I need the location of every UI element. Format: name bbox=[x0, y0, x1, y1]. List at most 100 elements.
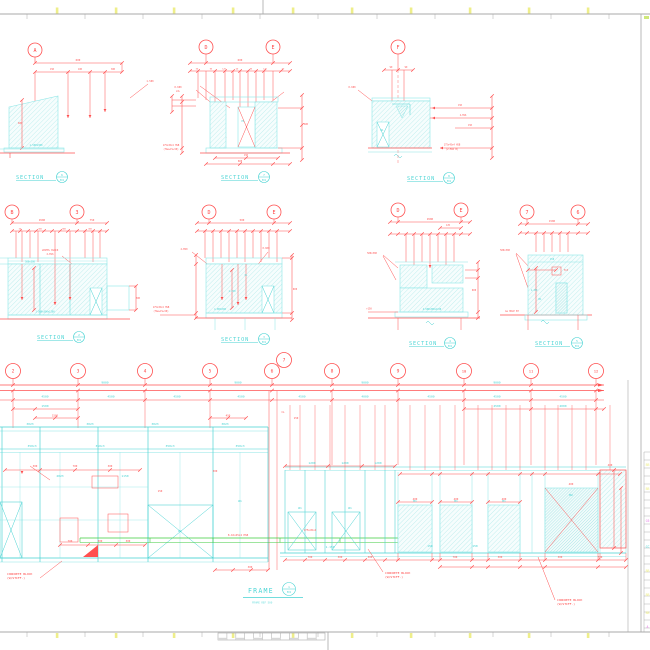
svg-text:120: 120 bbox=[222, 69, 226, 71]
svg-text:400: 400 bbox=[569, 482, 574, 486]
grid-bubble: 6 bbox=[264, 363, 280, 379]
svg-text:4500: 4500 bbox=[427, 395, 434, 399]
svg-text:300: 300 bbox=[33, 464, 38, 468]
svg-text:175x45x4: 175x45x4 bbox=[304, 528, 317, 532]
svg-text:1150: 1150 bbox=[121, 474, 128, 478]
svg-text:50: 50 bbox=[282, 69, 285, 71]
svg-text:A: A bbox=[33, 48, 36, 54]
svg-text:0.600: 0.600 bbox=[348, 86, 356, 89]
svg-text:E: E bbox=[272, 210, 275, 216]
svg-text:1200: 1200 bbox=[308, 461, 315, 465]
svg-text:400: 400 bbox=[413, 497, 418, 501]
svg-text:700: 700 bbox=[68, 539, 73, 543]
svg-text:4500: 4500 bbox=[173, 395, 180, 399]
svg-text:CONCRETE BLOCK: CONCRETE BLOCK bbox=[385, 571, 410, 575]
svg-text:300: 300 bbox=[126, 539, 131, 543]
svg-text:90: 90 bbox=[390, 66, 393, 69]
grid-bubble: D bbox=[390, 202, 406, 218]
svg-text:501: 501 bbox=[60, 179, 65, 182]
svg-text:BB: BB bbox=[646, 463, 650, 467]
svg-text:1-150: 1-150 bbox=[531, 289, 538, 292]
svg-text:501: 501 bbox=[77, 339, 82, 342]
svg-text:3023: 3023 bbox=[151, 422, 158, 426]
svg-text:150: 150 bbox=[550, 258, 555, 261]
svg-text:8-16x45x4 HSB: 8-16x45x4 HSB bbox=[228, 533, 249, 537]
svg-text:3: 3 bbox=[77, 369, 80, 375]
svg-text:350x3: 350x3 bbox=[165, 444, 174, 448]
svg-text:BB: BB bbox=[646, 487, 650, 491]
svg-text:(T&G+PL+50): (T&G+PL+50) bbox=[153, 310, 168, 313]
svg-text:(W/STIFF.): (W/STIFF.) bbox=[385, 575, 403, 579]
svg-text:750: 750 bbox=[90, 218, 95, 222]
scale-bar bbox=[217, 632, 326, 641]
svg-text:600: 600 bbox=[293, 288, 298, 291]
svg-text:1200: 1200 bbox=[374, 461, 381, 465]
svg-text:95: 95 bbox=[210, 69, 213, 71]
svg-text:9: 9 bbox=[397, 369, 400, 375]
section-6-label: SECTION bbox=[409, 341, 437, 347]
svg-text:B1: B1 bbox=[413, 499, 417, 503]
svg-text:8: 8 bbox=[448, 174, 450, 178]
grid-bubble: 5 bbox=[202, 363, 218, 379]
grid-bubble: D bbox=[198, 39, 214, 55]
grid-bubble: A bbox=[27, 42, 43, 58]
svg-text:9000: 9000 bbox=[234, 381, 241, 385]
svg-text:400: 400 bbox=[608, 463, 613, 467]
svg-text:F: F bbox=[396, 45, 399, 51]
svg-text:R1: R1 bbox=[178, 529, 182, 533]
svg-text:150: 150 bbox=[294, 416, 299, 420]
svg-text:7: 7 bbox=[263, 173, 265, 177]
svg-text:BB: BB bbox=[646, 569, 650, 573]
svg-text:3023: 3023 bbox=[26, 422, 33, 426]
svg-text:600: 600 bbox=[238, 58, 243, 62]
svg-text:9000: 9000 bbox=[101, 381, 108, 385]
svg-text:6: 6 bbox=[271, 369, 274, 375]
svg-text:CC: CC bbox=[646, 545, 650, 549]
svg-text:300: 300 bbox=[111, 68, 116, 71]
svg-text:4500: 4500 bbox=[559, 395, 566, 399]
svg-text:600: 600 bbox=[304, 123, 309, 126]
svg-text:501: 501 bbox=[575, 345, 580, 348]
svg-text:1-500x300: 1-500x300 bbox=[30, 144, 44, 147]
svg-text:300: 300 bbox=[213, 469, 218, 473]
svg-text:E: E bbox=[271, 45, 274, 51]
grid-bubble: 7 bbox=[276, 352, 292, 368]
svg-text:1500: 1500 bbox=[52, 414, 59, 418]
svg-text:500x300: 500x300 bbox=[500, 249, 510, 252]
svg-text:D: D bbox=[396, 208, 399, 214]
svg-text:1: 1 bbox=[288, 585, 290, 589]
svg-text:300: 300 bbox=[498, 555, 503, 559]
svg-text:3: 3 bbox=[75, 210, 78, 216]
grid-bubble: 9 bbox=[390, 363, 406, 379]
svg-text:CONCRETE BLOCK: CONCRETE BLOCK bbox=[557, 598, 582, 602]
svg-text:1500: 1500 bbox=[41, 404, 48, 408]
svg-text:350x3: 350x3 bbox=[235, 444, 244, 448]
grid-bubble: D bbox=[201, 204, 217, 220]
svg-text:2-M16: 2-M16 bbox=[460, 114, 467, 117]
svg-text:C6: C6 bbox=[646, 519, 650, 523]
svg-text:9000: 9000 bbox=[361, 381, 368, 385]
svg-text:4000: 4000 bbox=[361, 395, 368, 399]
svg-text:4-500x300x1150: 4-500x300x1150 bbox=[423, 308, 442, 311]
svg-text:500x300: 500x300 bbox=[25, 261, 35, 264]
svg-text:12: 12 bbox=[594, 368, 599, 373]
svg-text:(2-M16 B): (2-M16 B) bbox=[446, 148, 458, 151]
svg-text:CL: CL bbox=[281, 410, 285, 414]
svg-text:6: 6 bbox=[61, 173, 63, 177]
svg-text:350x3: 350x3 bbox=[27, 444, 36, 448]
svg-text:BB: BB bbox=[646, 611, 650, 615]
svg-text:4-M20: 4-M20 bbox=[181, 248, 189, 251]
grid-bubble: E bbox=[453, 202, 469, 218]
section-1-label: SECTION bbox=[16, 175, 44, 181]
section-5-label: SECTION bbox=[221, 337, 249, 343]
svg-text:120: 120 bbox=[263, 69, 267, 71]
svg-text:300: 300 bbox=[108, 464, 113, 468]
